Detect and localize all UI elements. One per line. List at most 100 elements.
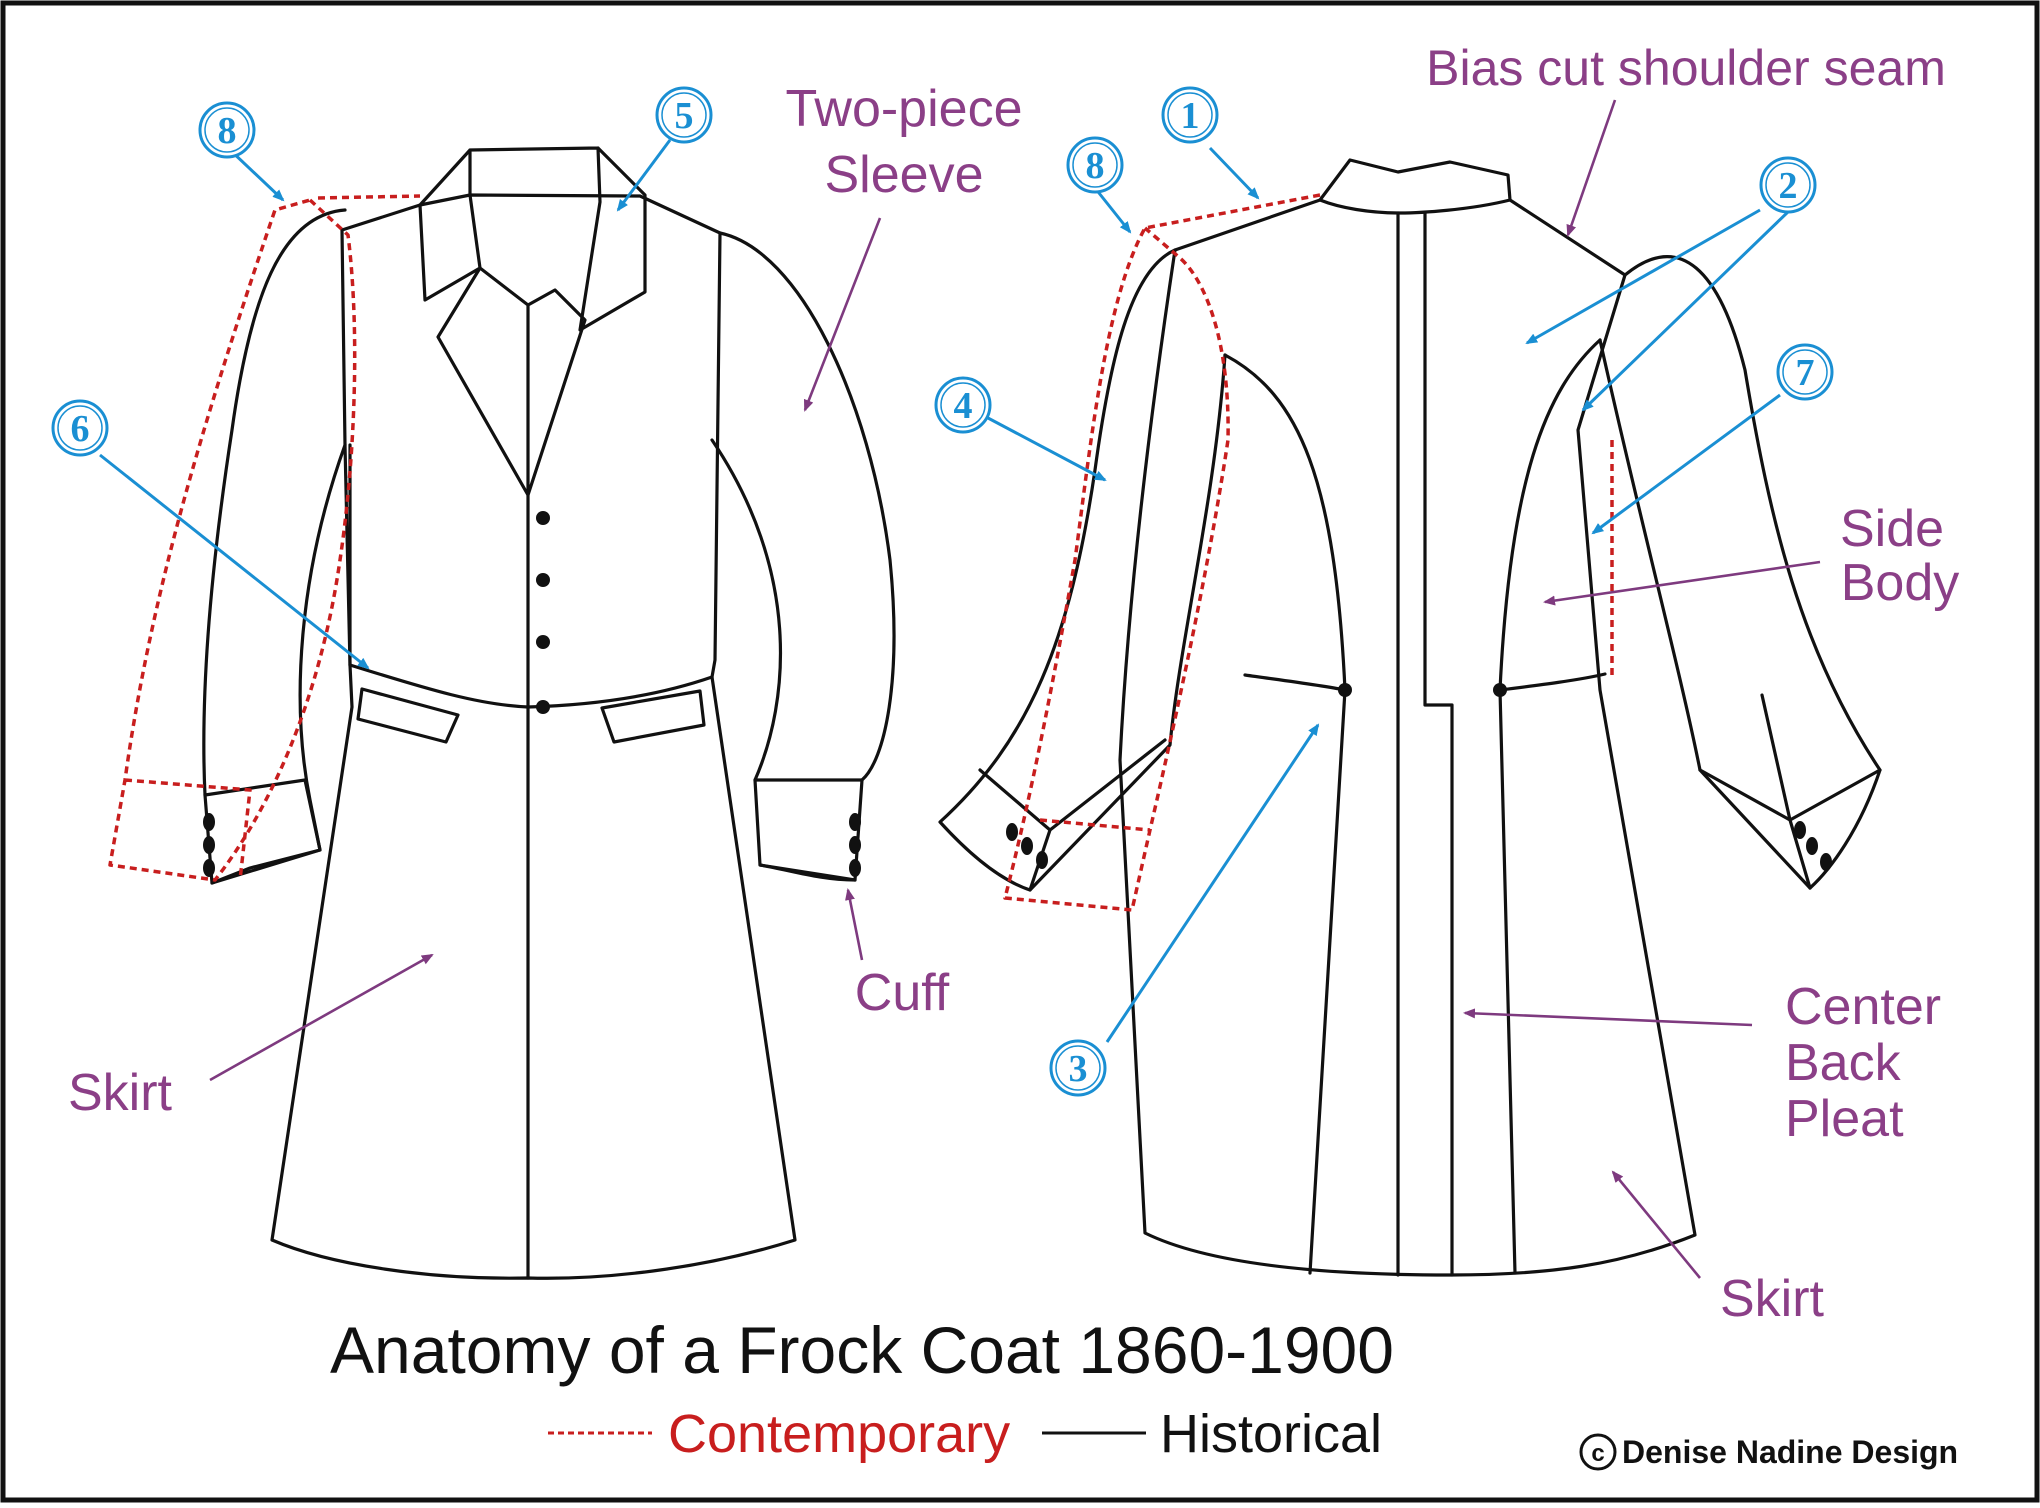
label-skirt-back: Skirt [1720, 1270, 1825, 1328]
svg-text:4: 4 [954, 385, 973, 427]
arrow-bias-cut [1566, 99, 1617, 237]
back-left-cuff [978, 738, 1167, 892]
arrow-marker-8-back [1093, 187, 1132, 234]
label-back: Back [1785, 1034, 1902, 1092]
svg-text:c: c [1591, 1440, 1604, 1467]
label-sleeve: Sleeve [825, 146, 984, 204]
back-side-seam-right [1498, 338, 1602, 1275]
copyright-text: Denise Nadine Design [1622, 1434, 1958, 1470]
cuff-button [1006, 823, 1018, 841]
svg-text:7: 7 [1796, 352, 1815, 394]
label-side: Side [1840, 500, 1944, 558]
back-side-seam-left [1223, 353, 1347, 1275]
copyright-icon [1579, 1433, 1617, 1471]
front-contemporary-sleeve [108, 194, 421, 882]
cuff-button [203, 836, 215, 854]
arrow-marker-5 [616, 139, 672, 212]
arrow-center-back-pleat [1463, 1008, 1753, 1027]
marker-8-front: 8 [198, 101, 256, 159]
arrow-marker-4 [987, 416, 1107, 482]
front-waist-seam [348, 663, 714, 709]
arrow-cuff [845, 888, 864, 961]
cuff-button [1021, 837, 1033, 855]
cuff-button [1806, 837, 1818, 855]
back-waist-button [1493, 683, 1507, 697]
arrow-two-piece-sleeve [803, 217, 882, 412]
cuff-button [849, 813, 861, 831]
marker-1: 1 [1161, 86, 1219, 144]
back-waist-right [1498, 672, 1607, 692]
diagram-title: Anatomy of a Frock Coat 1860-1900 [330, 1313, 1394, 1387]
legend-contemporary-label: Contemporary [668, 1404, 1010, 1464]
part-labels: Two-piece Sleeve Bias cut shoulder seam … [68, 40, 1959, 1328]
back-center-pleat [1396, 211, 1454, 1277]
back-left-sleeve [938, 248, 1227, 892]
back-contemporary-sleeve [1003, 193, 1321, 912]
cuff-button [849, 836, 861, 854]
label-center: Center [1785, 978, 1941, 1036]
label-bias-cut: Bias cut shoulder seam [1426, 40, 1946, 96]
marker-4: 4 [934, 376, 992, 434]
back-waist-left [1243, 673, 1347, 692]
front-pocket-left [356, 687, 460, 744]
label-skirt-front: Skirt [68, 1064, 173, 1122]
svg-text:6: 6 [71, 408, 90, 450]
cuff-button [849, 859, 861, 877]
front-button [536, 635, 550, 649]
back-waist-button [1338, 683, 1352, 697]
label-cuff: Cuff [855, 964, 950, 1022]
front-left-sleeve [202, 208, 352, 885]
marker-3: 3 [1049, 1039, 1107, 1097]
svg-text:8: 8 [1086, 145, 1105, 187]
legend-historical-label: Historical [1160, 1404, 1382, 1464]
marker-5: 5 [655, 86, 713, 144]
arrow-marker-7 [1591, 393, 1781, 535]
front-coat [108, 146, 896, 1280]
arrow-side-body [1543, 560, 1821, 606]
svg-text:2: 2 [1779, 165, 1798, 207]
svg-text:3: 3 [1069, 1048, 1088, 1090]
front-right-sleeve [710, 231, 896, 882]
front-right-cuff [753, 778, 864, 882]
front-button [536, 511, 550, 525]
arrow-marker-6 [99, 453, 370, 670]
arrow-marker-8-front [226, 146, 285, 202]
svg-text:1: 1 [1181, 95, 1200, 137]
legend: Contemporary Historical [548, 1404, 1382, 1464]
cuff-button [203, 859, 215, 877]
front-lapel [436, 266, 587, 497]
front-collar [418, 146, 647, 332]
back-right-cuff [1698, 693, 1882, 890]
svg-text:8: 8 [218, 110, 237, 152]
front-left-cuff [203, 778, 322, 885]
marker-7: 7 [1776, 343, 1834, 401]
label-body: Body [1841, 554, 1960, 612]
front-pocket-right [600, 689, 706, 744]
arrow-skirt-back [1611, 1170, 1702, 1279]
arrow-marker-2a [1525, 208, 1761, 345]
front-button [536, 700, 550, 714]
marker-6: 6 [51, 399, 109, 457]
marker-8-back: 8 [1066, 136, 1124, 194]
numbered-markers: 8 5 6 1 8 2 4 [51, 86, 1834, 1097]
back-coat [938, 158, 1882, 1277]
front-body-outline [270, 193, 797, 1280]
copyright: c Denise Nadine Design [1579, 1433, 1958, 1471]
label-two-piece: Two-piece [786, 80, 1023, 138]
marker-2: 2 [1759, 156, 1817, 214]
annotation-arrows [99, 99, 1821, 1279]
back-body-outline [1118, 198, 1697, 1277]
arrow-marker-3 [1105, 723, 1320, 1043]
cuff-button [203, 813, 215, 831]
cuff-button [1820, 853, 1832, 871]
cuff-button [1794, 821, 1806, 839]
arrow-marker-2b [1581, 208, 1792, 412]
arrow-marker-1 [1208, 146, 1260, 200]
front-button [536, 573, 550, 587]
back-collar [1318, 158, 1512, 215]
cuff-button [1036, 851, 1048, 869]
svg-text:5: 5 [675, 95, 694, 137]
